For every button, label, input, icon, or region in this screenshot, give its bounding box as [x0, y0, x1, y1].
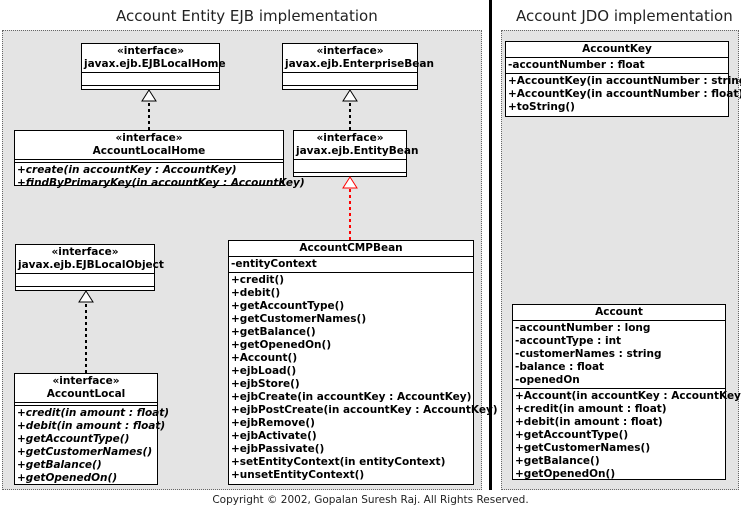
ejb-section-title: Account Entity EJB implementation: [116, 7, 378, 25]
operation-get-opened-on: +getOpenedOn(): [515, 468, 616, 480]
operation-debit: +debit(in amount : float): [515, 416, 663, 428]
operation-ejb-passivate: +ejbPassivate(): [231, 443, 325, 455]
operation-ejb-create: +ejbCreate(in accountKey : AccountKey): [231, 391, 472, 403]
section-divider: [489, 0, 492, 490]
stereotype-label: «interface»: [52, 375, 120, 387]
stereotype-label: «interface»: [51, 246, 119, 258]
class-ejb-local-object[interactable]: «interface» javax.ejb.EJBLocalObject: [15, 244, 164, 291]
operations-compartment: +Account(in accountKey : AccountKey) +cr…: [513, 389, 741, 482]
operation-get-opened-on: +getOpenedOn(): [17, 472, 118, 484]
class-name: AccountLocal: [46, 388, 126, 400]
class-name: javax.ejb.EJBLocalHome: [84, 58, 226, 70]
stereotype-label: «interface»: [115, 132, 183, 144]
stereotype-label: «interface»: [316, 132, 384, 144]
attributes-compartment: -accountNumber : float: [506, 58, 728, 74]
class-account[interactable]: Account -accountNumber : long -accountTy…: [512, 304, 741, 482]
class-account-local[interactable]: «interface» AccountLocal +credit(in amou…: [14, 373, 170, 486]
attributes-compartment: -entityContext: [229, 257, 473, 273]
attribute-entity-context: -entityContext: [231, 258, 317, 270]
operations-compartment: [16, 287, 154, 299]
operation-ejb-load: +ejbLoad(): [231, 365, 297, 377]
class-enterprise-bean[interactable]: «interface» javax.ejb.EnterpriseBean: [282, 43, 434, 90]
operation-ejb-remove: +ejbRemove(): [231, 417, 315, 429]
operation-get-balance: +getBalance(): [515, 455, 600, 467]
class-name: javax.ejb.EJBLocalObject: [18, 259, 164, 271]
operation-unset-entity-context: +unsetEntityContext(): [231, 469, 365, 481]
stereotype-label: «interface»: [316, 45, 384, 57]
operations-compartment: +create(in accountKey : AccountKey) +fin…: [15, 163, 305, 191]
class-account-local-home[interactable]: «interface» AccountLocalHome +create(in …: [14, 130, 305, 189]
operation-account-key-string: +AccountKey(in accountNumber : string): [508, 75, 741, 87]
operations-compartment: +credit(in amount : float) +debit(in amo…: [15, 406, 170, 486]
attribute-customer-names: -customerNames : string: [515, 348, 662, 360]
operations-compartment: +AccountKey(in accountNumber : string) +…: [506, 74, 741, 115]
attributes-compartment: [294, 160, 406, 173]
operation-ejb-activate: +ejbActivate(): [231, 430, 317, 442]
operations-compartment: +credit() +debit() +getAccountType() +ge…: [229, 273, 498, 483]
class-name: javax.ejb.EnterpriseBean: [285, 58, 434, 70]
operation-credit: +credit(in amount : float): [17, 407, 170, 419]
operation-credit: +credit(in amount : float): [515, 403, 667, 415]
operation-get-account-type: +getAccountType(): [17, 433, 130, 445]
attribute-account-number: -accountNumber : float: [508, 59, 645, 71]
attribute-account-type: -accountType : int: [515, 335, 622, 347]
attributes-compartment: [82, 73, 219, 86]
operation-get-account-type: +getAccountType(): [231, 300, 345, 312]
operation-get-balance: +getBalance(): [231, 326, 316, 338]
operation-get-customer-names: +getCustomerNames(): [231, 313, 367, 325]
operation-get-account-type: +getAccountType(): [515, 429, 629, 441]
attributes-compartment: -accountNumber : long -accountType : int…: [513, 321, 725, 389]
class-entity-bean[interactable]: «interface» javax.ejb.EntityBean: [293, 130, 419, 177]
operation-ejb-store: +ejbStore(): [231, 378, 300, 390]
operation-ejb-post-create: +ejbPostCreate(in accountKey : AccountKe…: [231, 404, 498, 416]
class-name: AccountCMPBean: [299, 242, 403, 254]
class-name: AccountKey: [582, 43, 652, 55]
attribute-opened-on: -openedOn: [515, 374, 580, 386]
class-name: AccountLocalHome: [92, 145, 206, 157]
operation-account-key-float: +AccountKey(in accountNumber : float): [508, 88, 741, 100]
attributes-compartment: [15, 403, 157, 406]
operation-set-entity-context: +setEntityContext(in entityContext): [231, 456, 446, 468]
attributes-compartment: [15, 160, 283, 163]
operation-account-constructor: +Account(in accountKey : AccountKey): [515, 390, 741, 402]
copyright-notice: Copyright © 2002, Gopalan Suresh Raj. Al…: [212, 494, 529, 506]
attributes-compartment: [283, 73, 417, 86]
operation-account: +Account(): [231, 352, 298, 364]
operations-compartment: [294, 173, 406, 185]
operation-debit: +debit(in amount : float): [17, 420, 166, 432]
class-ejb-local-home[interactable]: «interface» javax.ejb.EJBLocalHome: [81, 43, 226, 90]
class-account-cmp-bean[interactable]: AccountCMPBean -entityContext +credit() …: [228, 240, 498, 485]
operations-compartment: [283, 86, 417, 98]
operation-to-string: +toString(): [508, 101, 575, 113]
operation-debit: +debit(): [231, 287, 281, 299]
class-name: javax.ejb.EntityBean: [296, 145, 419, 157]
class-account-key[interactable]: AccountKey -accountNumber : float +Accou…: [505, 41, 741, 117]
attribute-balance: -balance : float: [515, 361, 605, 373]
stereotype-label: «interface»: [117, 45, 184, 57]
operation-get-customer-names: +getCustomerNames(): [515, 442, 651, 454]
operation-credit: +credit(): [231, 274, 285, 286]
operation-find-by-primary-key: +findByPrimaryKey(in accountKey : Accoun…: [17, 177, 305, 189]
operation-get-customer-names: +getCustomerNames(): [17, 446, 153, 458]
operations-compartment: [82, 86, 219, 98]
jdo-section-title: Account JDO implementation: [516, 7, 733, 25]
class-name: Account: [595, 306, 643, 318]
attribute-account-number: -accountNumber : long: [515, 322, 651, 334]
operation-get-opened-on: +getOpenedOn(): [231, 339, 332, 351]
operation-create: +create(in accountKey : AccountKey): [17, 164, 237, 176]
attributes-compartment: [16, 274, 154, 287]
operation-get-balance: +getBalance(): [17, 459, 102, 471]
